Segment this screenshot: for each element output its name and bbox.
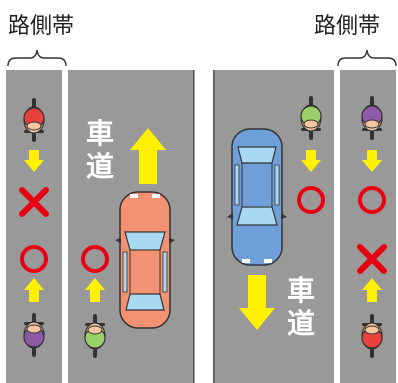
circle-mark-right-shoulder — [358, 186, 386, 214]
bicycle-rider-left-lane — [84, 313, 106, 359]
center-line — [193, 70, 195, 383]
shoulder-bracket-right — [337, 49, 397, 67]
bicycle-rider-right-bottom — [361, 313, 383, 359]
shoulder-label-right: 路側帯 — [314, 14, 380, 39]
shoulder-bracket-left — [7, 49, 67, 67]
small-up-arrow-icon-left-lane — [85, 278, 105, 302]
small-down-arrow-icon-right-lane — [301, 150, 321, 172]
bicycle-rider-left-bottom — [23, 312, 45, 358]
small-up-arrow-icon-right-shoulder — [362, 278, 382, 302]
cross-mark-left-shoulder — [19, 187, 49, 217]
cross-mark-right-shoulder — [357, 244, 387, 274]
roadway-label-right-2: 道 — [287, 307, 315, 340]
small-down-arrow-icon-right-shoulder — [362, 150, 382, 172]
car-left — [115, 191, 175, 329]
roadway-label-left-2: 道 — [86, 150, 114, 183]
roadway-label-right-1: 車 — [287, 274, 315, 307]
circle-mark-left-lane — [81, 245, 109, 273]
circle-mark-right-lane — [297, 186, 325, 214]
circle-mark-left-shoulder — [20, 245, 48, 273]
shoulder-label-left: 路側帯 — [8, 14, 74, 39]
traffic-up-arrow-icon — [130, 128, 166, 184]
bicycle-rider-left-top — [23, 97, 45, 143]
small-up-arrow-icon-left-shoulder — [24, 278, 44, 302]
bicycle-rider-right-lane — [300, 95, 322, 141]
traffic-down-arrow-icon — [239, 275, 275, 330]
roadway-label-left-1: 車 — [86, 117, 114, 150]
bicycle-rider-right-top — [361, 95, 383, 141]
center-line-right — [213, 70, 215, 383]
car-right — [227, 128, 287, 266]
small-down-arrow-icon-left-shoulder — [24, 150, 44, 172]
